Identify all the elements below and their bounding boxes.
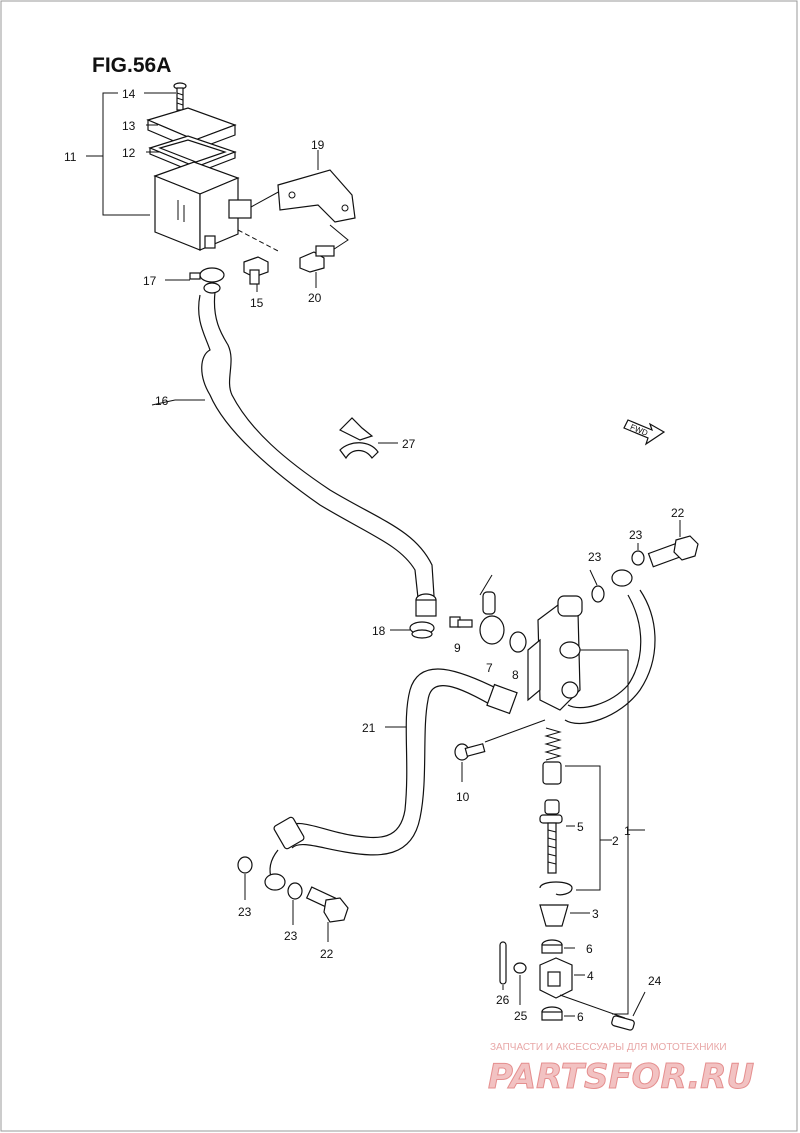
clevis-4-icon (539, 957, 573, 999)
bracket-19-icon (277, 150, 356, 223)
hose-clamp-18-icon (409, 621, 435, 639)
label-18: 18 (372, 624, 386, 638)
label-2: 2 (612, 834, 619, 848)
banjo-fitting-upper-icon (564, 569, 656, 725)
label-26: 26 (496, 993, 510, 1007)
washer-23-lower-a-icon (237, 856, 253, 874)
connector-7-icon (479, 574, 505, 645)
bolt-20-icon (299, 245, 335, 288)
label-22-upper: 22 (671, 506, 685, 520)
label-6-lower: 6 (577, 1010, 584, 1024)
figure-title: FIG.56A (92, 54, 171, 77)
label-22-lower: 22 (320, 947, 334, 961)
label-9: 9 (454, 641, 461, 655)
label-1: 1 (624, 824, 631, 838)
watermark-brand: PARTSFOR.RU (488, 1057, 754, 1097)
label-8: 8 (512, 668, 519, 682)
label-13: 13 (122, 119, 136, 133)
label-27: 27 (402, 437, 416, 451)
washer-25-icon (513, 962, 527, 974)
label-6-upper: 6 (586, 942, 593, 956)
washer-23-lower-b-icon (287, 882, 303, 900)
label-24: 24 (648, 974, 662, 988)
label-11: 11 (64, 150, 77, 164)
bolt-15-icon (243, 256, 269, 292)
o-ring-8-icon (509, 631, 527, 653)
label-23-upper-b: 23 (588, 550, 602, 564)
label-23-lower-a: 23 (238, 905, 252, 919)
clamp-17-icon (189, 267, 225, 294)
label-16: 16 (155, 394, 169, 408)
label-23-upper-a: 23 (629, 528, 643, 542)
label-17: 17 (143, 274, 157, 288)
label-19: 19 (311, 138, 325, 152)
label-10: 10 (456, 790, 470, 804)
bolt-10-icon (454, 743, 486, 761)
washer-23-upper-a-icon (631, 550, 645, 566)
reservoir-body-icon (153, 161, 252, 251)
label-3: 3 (592, 907, 599, 921)
reservoir-assembly (86, 82, 283, 253)
washer-23-upper-b-icon (591, 585, 605, 603)
bolt-22-lower-icon (305, 886, 349, 923)
label-21: 21 (362, 721, 376, 735)
watermark-tagline: ЗАПЧАСТИ И АКСЕССУАРЫ ДЛЯ МОТОТЕХНИКИ (490, 1042, 727, 1053)
label-25: 25 (514, 1009, 528, 1023)
piston-kit-icon (539, 727, 573, 927)
label-7: 7 (486, 661, 493, 675)
label-14: 14 (122, 87, 136, 101)
label-15: 15 (250, 296, 264, 310)
nut-6-upper-icon (541, 939, 563, 954)
label-4: 4 (587, 969, 594, 983)
cotter-pin-26-icon (499, 941, 507, 985)
label-20: 20 (308, 291, 322, 305)
bolt-22-upper-icon (647, 535, 699, 568)
clamp-27-icon (338, 417, 379, 460)
brake-hose-21-icon (284, 668, 518, 856)
reservoir-hose-icon (198, 291, 437, 617)
bolt-9-icon (449, 616, 473, 628)
nut-6-lower-icon (541, 1006, 563, 1021)
label-5: 5 (577, 820, 584, 834)
label-23-lower-b: 23 (284, 929, 298, 943)
label-12: 12 (122, 146, 136, 160)
banjo-fitting-lower-icon (264, 816, 305, 891)
master-cylinder-icon (527, 595, 583, 711)
